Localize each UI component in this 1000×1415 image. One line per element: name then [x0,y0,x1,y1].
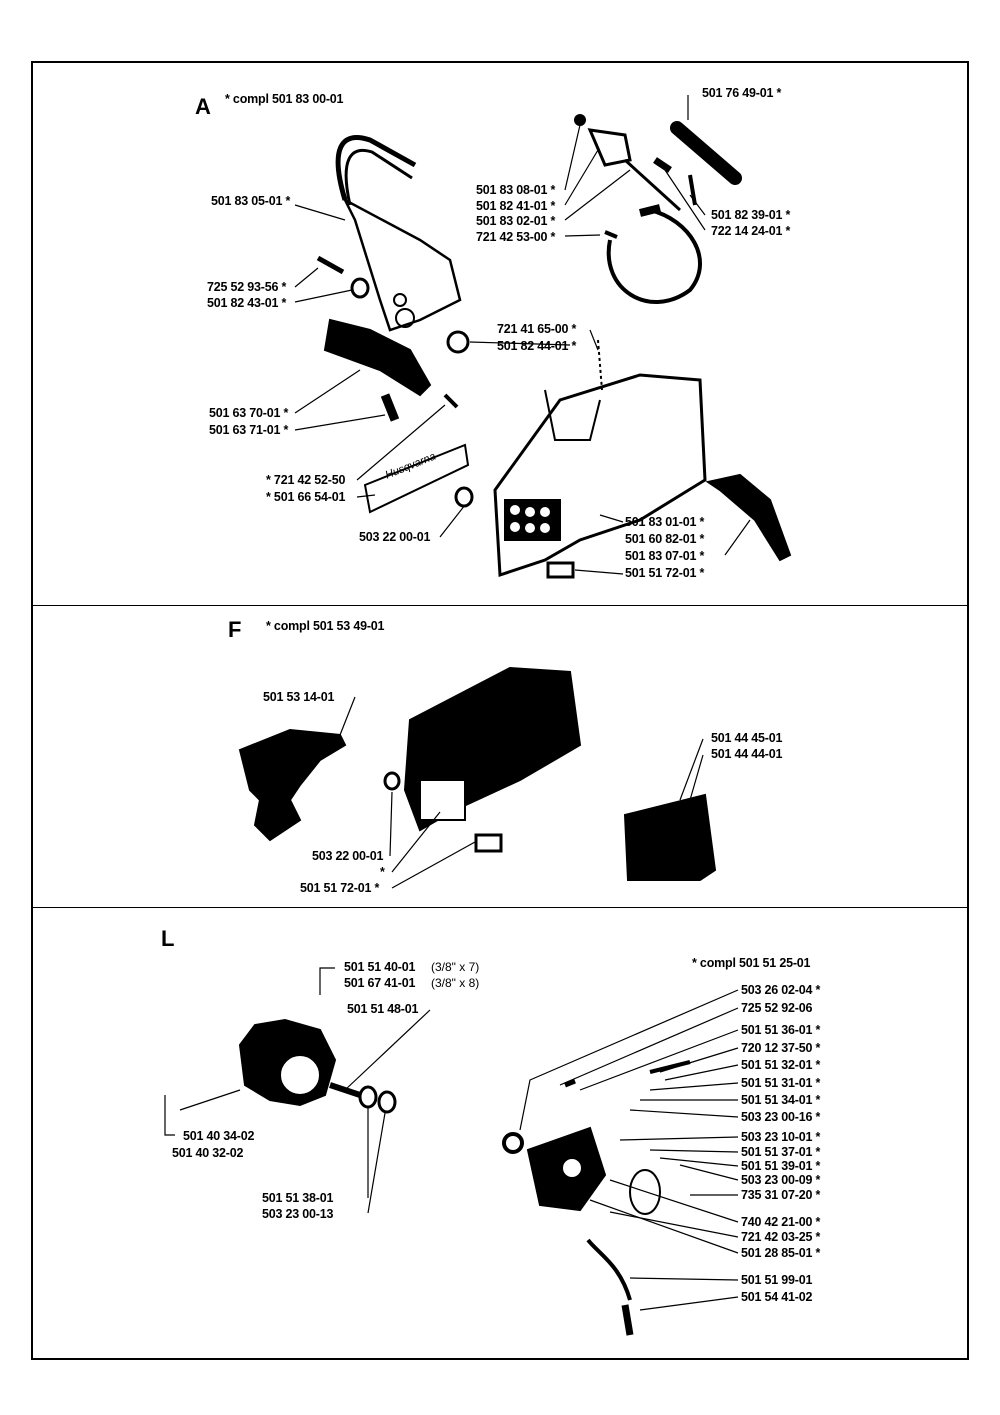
o-ring-drawing [629,1169,661,1215]
brake-lever-drawing [323,318,432,397]
part-label: 725 52 93-56 * [207,280,287,294]
part-note: (3/8" x 8) [431,976,480,990]
part-label: 501 40 32-02 [172,1146,244,1160]
part-label: * 501 66 54-01 [266,490,346,504]
chain-guard-drawing [705,473,792,562]
brake-band-drawing [606,208,702,304]
part-label: 721 42 53-00 * [476,230,556,244]
part-label: * [380,865,385,879]
part-label: 501 51 34-01 * [741,1093,821,1107]
part-label: 735 31 07-20 * [741,1188,821,1202]
section-divider-f-l [31,907,969,908]
front-handle-drawing [335,135,417,201]
section-l-compl: * compl 501 51 25-01 [692,956,811,970]
washer-501-82-43-01 [350,277,370,299]
part-label: 501 51 39-01 * [741,1159,821,1173]
section-divider-a-f [31,605,969,606]
plate-501-51-72-01 [546,561,575,579]
part-label: 501 82 41-01 * [476,199,556,213]
leader-lines [164,95,751,1311]
part-label: 501 44 45-01 [711,731,783,745]
section-f-compl: * compl 501 53 49-01 [266,619,385,633]
part-label: 501 60 82-01 * [625,532,705,546]
part-label: 501 51 31-01 * [741,1076,821,1090]
part-label: 501 83 07-01 * [625,549,705,563]
decal-501-66-54-01 [363,443,470,514]
part-note: (3/8" x 7) [431,960,480,974]
spring-501-63-71-01 [380,393,400,422]
part-label: 501 63 70-01 * [209,406,289,420]
seal-503-26-02-04 [502,1132,524,1154]
diagram-frame [31,61,969,1360]
section-letter-l: L [161,926,175,951]
part-label: 503 22 00-01 [359,530,431,544]
oil-hose-drawing [586,1238,632,1301]
part-label: 501 83 02-01 * [476,214,556,228]
section-a-compl: * compl 501 83 00-01 [225,92,344,106]
part-label: 501 28 85-01 * [741,1246,821,1260]
washer-501-51-38-01 [358,1085,378,1109]
part-label: 501 51 72-01 * [300,881,380,895]
part-label: 721 41 65-00 * [497,322,577,336]
part-label: 501 76 49-01 * [702,86,782,100]
part-label: 503 22 00-01 [312,849,384,863]
part-label: 501 51 38-01 [262,1191,334,1205]
part-label: 501 51 48-01 [347,1002,419,1016]
part-label: 501 51 40-01 [344,960,416,974]
part-label: 501 83 08-01 * [476,183,556,197]
part-label: 501 63 71-01 * [209,423,289,437]
part-label: 501 51 99-01 [741,1273,813,1287]
part-label: 503 23 00-09 * [741,1173,821,1187]
part-label: 720 12 37-50 * [741,1041,821,1055]
grip-501-76-49-01 [670,121,742,185]
part-label: * 721 42 52-50 [266,473,346,487]
part-label: 501 51 72-01 * [625,566,705,580]
part-label: 721 42 03-25 * [741,1230,821,1244]
part-label: 503 23 00-16 * [741,1110,821,1124]
part-label: 501 51 36-01 * [741,1023,821,1037]
washer-503-23-00-13 [377,1090,397,1114]
part-label: 501 53 14-01 [263,690,335,704]
part-label: 501 51 37-01 * [741,1145,821,1159]
nut-f-503-22-00-01 [383,771,401,791]
section-a-art [316,114,792,579]
part-label: 501 44 44-01 [711,747,783,761]
part-label: 501 82 44-01 * [497,339,577,353]
plate-f-501-51-72-01 [474,833,503,853]
section-f-art [238,666,717,881]
part-label: 503 23 10-01 * [741,1130,821,1144]
clutch-cover-drawing [493,373,707,578]
part-label: 503 26 02-04 * [741,983,821,997]
bolt-725-52-93-56 [316,255,345,275]
part-label: 501 82 43-01 * [207,296,287,310]
part-label: 501 54 41-02 [741,1290,813,1304]
part-label: 501 51 32-01 * [741,1058,821,1072]
part-label: 501 83 01-01 * [625,515,705,529]
part-label: 740 42 21-00 * [741,1215,821,1229]
part-label: 501 83 05-01 * [211,194,291,208]
nut-501-82-44-01 [446,330,470,354]
part-label: 501 82 39-01 * [711,208,791,222]
section-letter-a: A [195,94,211,119]
part-label: 501 67 41-01 [344,976,416,990]
part-label: 722 14 24-01 * [711,224,791,238]
part-label: 725 52 92-06 [741,1001,813,1015]
brake-lever-link [587,128,632,167]
chain-guard-f-drawing [238,728,347,842]
section-letter-f: F [228,617,242,642]
part-label: 503 23 00-13 [262,1207,334,1221]
nut-503-22-00-01 [454,486,474,508]
bar-plate-drawing [623,793,717,881]
part-label: 501 40 34-02 [183,1129,255,1143]
section-l-art [238,1018,691,1336]
